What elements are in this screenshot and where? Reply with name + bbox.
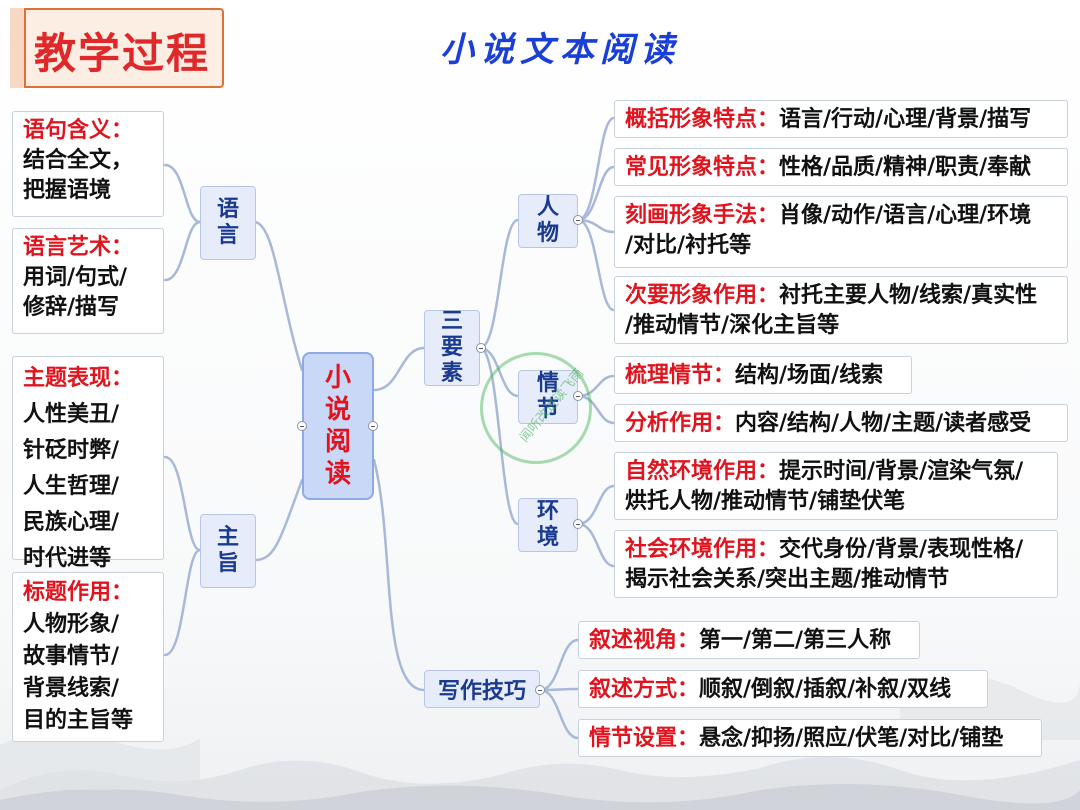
central-char: 读 bbox=[325, 458, 351, 490]
leaf-title: 叙述方式： bbox=[589, 677, 699, 702]
node-char: 旨 bbox=[217, 551, 239, 577]
leaf-title: 情节设置： bbox=[589, 726, 699, 751]
central-char: 阅 bbox=[325, 426, 351, 458]
natural-environment-box: 自然环境作用：提示时间/背景/渲染气氛/ 烘托人物/推动情节/铺垫伏笔 bbox=[614, 452, 1058, 520]
language-meaning-box: 语句含义： 结合全文， 把握语境 bbox=[12, 111, 164, 217]
collapse-icon[interactable] bbox=[476, 343, 486, 353]
leaf-title: 语言艺术： bbox=[23, 233, 153, 263]
node-char: 环 bbox=[537, 499, 559, 525]
collapse-icon[interactable] bbox=[573, 519, 583, 529]
node-char: 语 bbox=[217, 197, 239, 223]
leaf-title: 语句含义： bbox=[23, 116, 153, 146]
plot-outline-box: 梳理情节：结构/场面/线索 bbox=[614, 356, 912, 394]
leaf-line: 悬念/抑扬/照应/伏笔/对比/铺垫 bbox=[699, 726, 1003, 751]
leaf-line: 结构/场面/线索 bbox=[735, 363, 883, 388]
character-feature-box: 概括形象特点：语言/行动/心理/背景/描写 bbox=[614, 100, 1068, 138]
collapse-icon[interactable] bbox=[573, 215, 583, 225]
leaf-title: 梳理情节： bbox=[625, 363, 735, 388]
leaf-line: 烘托人物/推动情节/铺垫伏笔 bbox=[625, 487, 1047, 517]
section-title: 教学过程 bbox=[34, 20, 210, 81]
theme-node[interactable]: 主 旨 bbox=[200, 514, 256, 588]
leaf-line: 人性美丑/ bbox=[23, 397, 153, 433]
node-char: 物 bbox=[537, 221, 559, 247]
leaf-line: 第一/第二/第三人称 bbox=[699, 628, 891, 653]
node-char: 境 bbox=[537, 525, 559, 551]
node-char: 三 bbox=[441, 309, 463, 335]
node-char: 素 bbox=[441, 361, 463, 387]
leaf-title: 概括形象特点： bbox=[625, 107, 779, 132]
leaf-title: 分析作用： bbox=[625, 411, 735, 436]
language-art-box: 语言艺术： 用词/句式/ 修辞/描写 bbox=[12, 228, 164, 334]
leaf-line: 结合全文， bbox=[23, 146, 153, 176]
collapse-icon[interactable] bbox=[535, 685, 545, 695]
leaf-line: 顺叙/倒叙/插叙/补叙/双线 bbox=[699, 677, 951, 702]
leaf-line: 故事情节/ bbox=[23, 641, 153, 673]
leaf-line: 交代身份/背景/表现性格/ bbox=[779, 537, 1023, 562]
title-function-box: 标题作用： 人物形象/ 故事情节/ 背景线索/ 目的主旨等 bbox=[12, 572, 164, 742]
leaf-line: 揭示社会关系/突出主题/推动情节 bbox=[625, 565, 1047, 595]
common-feature-box: 常见形象特点：性格/品质/精神/职责/奉献 bbox=[614, 148, 1068, 186]
narrative-method-box: 叙述方式：顺叙/倒叙/插叙/补叙/双线 bbox=[578, 670, 988, 708]
language-node[interactable]: 语 言 bbox=[200, 186, 256, 260]
leaf-title: 常见形象特点： bbox=[625, 155, 779, 180]
leaf-title: 标题作用： bbox=[23, 577, 153, 609]
leaf-line: 修辞/描写 bbox=[23, 293, 153, 323]
leaf-title: 次要形象作用： bbox=[625, 283, 779, 308]
theme-expression-box: 主题表现： 人性美丑/ 针砭时弊/ 人生哲理/ 民族心理/ 时代进等 bbox=[12, 356, 164, 560]
leaf-line: 用词/句式/ bbox=[23, 263, 153, 293]
node-char: 人 bbox=[537, 195, 559, 221]
plot-function-box: 分析作用：内容/结构/人物/主题/读者感受 bbox=[614, 404, 1068, 442]
leaf-line: 民族心理/ bbox=[23, 505, 153, 541]
leaf-line: 语言/行动/心理/背景/描写 bbox=[779, 107, 1031, 132]
leaf-line: 目的主旨等 bbox=[23, 705, 153, 737]
node-char: 主 bbox=[217, 525, 239, 551]
social-environment-box: 社会环境作用：交代身份/背景/表现性格/ 揭示社会关系/突出主题/推动情节 bbox=[614, 530, 1058, 598]
collapse-left-icon[interactable] bbox=[297, 421, 307, 431]
node-label: 写作技巧 bbox=[438, 673, 526, 705]
leaf-line: 内容/结构/人物/主题/读者感受 bbox=[735, 411, 1031, 436]
central-topic[interactable]: 小 说 阅 读 bbox=[302, 352, 374, 500]
central-char: 说 bbox=[325, 394, 351, 426]
narrative-perspective-box: 叙述视角：第一/第二/第三人称 bbox=[578, 621, 920, 659]
leaf-line: 肖像/动作/语言/心理/环境 bbox=[779, 203, 1031, 228]
leaf-title: 自然环境作用： bbox=[625, 459, 779, 484]
secondary-character-box: 次要形象作用：衬托主要人物/线索/真实性 /推动情节/深化主旨等 bbox=[614, 276, 1068, 344]
plot-setting-box: 情节设置：悬念/抑扬/照应/伏笔/对比/铺垫 bbox=[578, 719, 1042, 757]
leaf-line: 衬托主要人物/线索/真实性 bbox=[779, 283, 1037, 308]
node-char: 要 bbox=[441, 335, 463, 361]
writing-skills-node[interactable]: 写作技巧 bbox=[424, 670, 540, 708]
node-char: 言 bbox=[217, 223, 239, 249]
leaf-title: 叙述视角： bbox=[589, 628, 699, 653]
leaf-line: 把握语境 bbox=[23, 176, 153, 206]
leaf-line: 性格/品质/精神/职责/奉献 bbox=[779, 155, 1031, 180]
leaf-title: 主题表现： bbox=[23, 361, 153, 397]
leaf-line: /推动情节/深化主旨等 bbox=[625, 311, 1057, 341]
leaf-line: 背景线索/ bbox=[23, 673, 153, 705]
leaf-line: 人物形象/ bbox=[23, 609, 153, 641]
main-title: 小说文本阅读 bbox=[420, 22, 700, 71]
character-node[interactable]: 人 物 bbox=[518, 194, 578, 248]
leaf-title: 社会环境作用： bbox=[625, 537, 779, 562]
leaf-line: 针砭时弊/ bbox=[23, 433, 153, 469]
section-title-box: 教学过程 bbox=[10, 8, 224, 88]
central-char: 小 bbox=[325, 362, 351, 394]
portrayal-method-box: 刻画形象手法：肖像/动作/语言/心理/环境 /对比/衬托等 bbox=[614, 196, 1068, 268]
leaf-line: 提示时间/背景/渲染气氛/ bbox=[779, 459, 1023, 484]
environment-node[interactable]: 环 境 bbox=[518, 498, 578, 552]
collapse-right-icon[interactable] bbox=[368, 421, 378, 431]
three-elements-node[interactable]: 三 要 素 bbox=[424, 310, 480, 386]
leaf-title: 刻画形象手法： bbox=[625, 203, 779, 228]
leaf-line: /对比/衬托等 bbox=[625, 231, 1057, 261]
leaf-line: 人生哲理/ bbox=[23, 469, 153, 505]
